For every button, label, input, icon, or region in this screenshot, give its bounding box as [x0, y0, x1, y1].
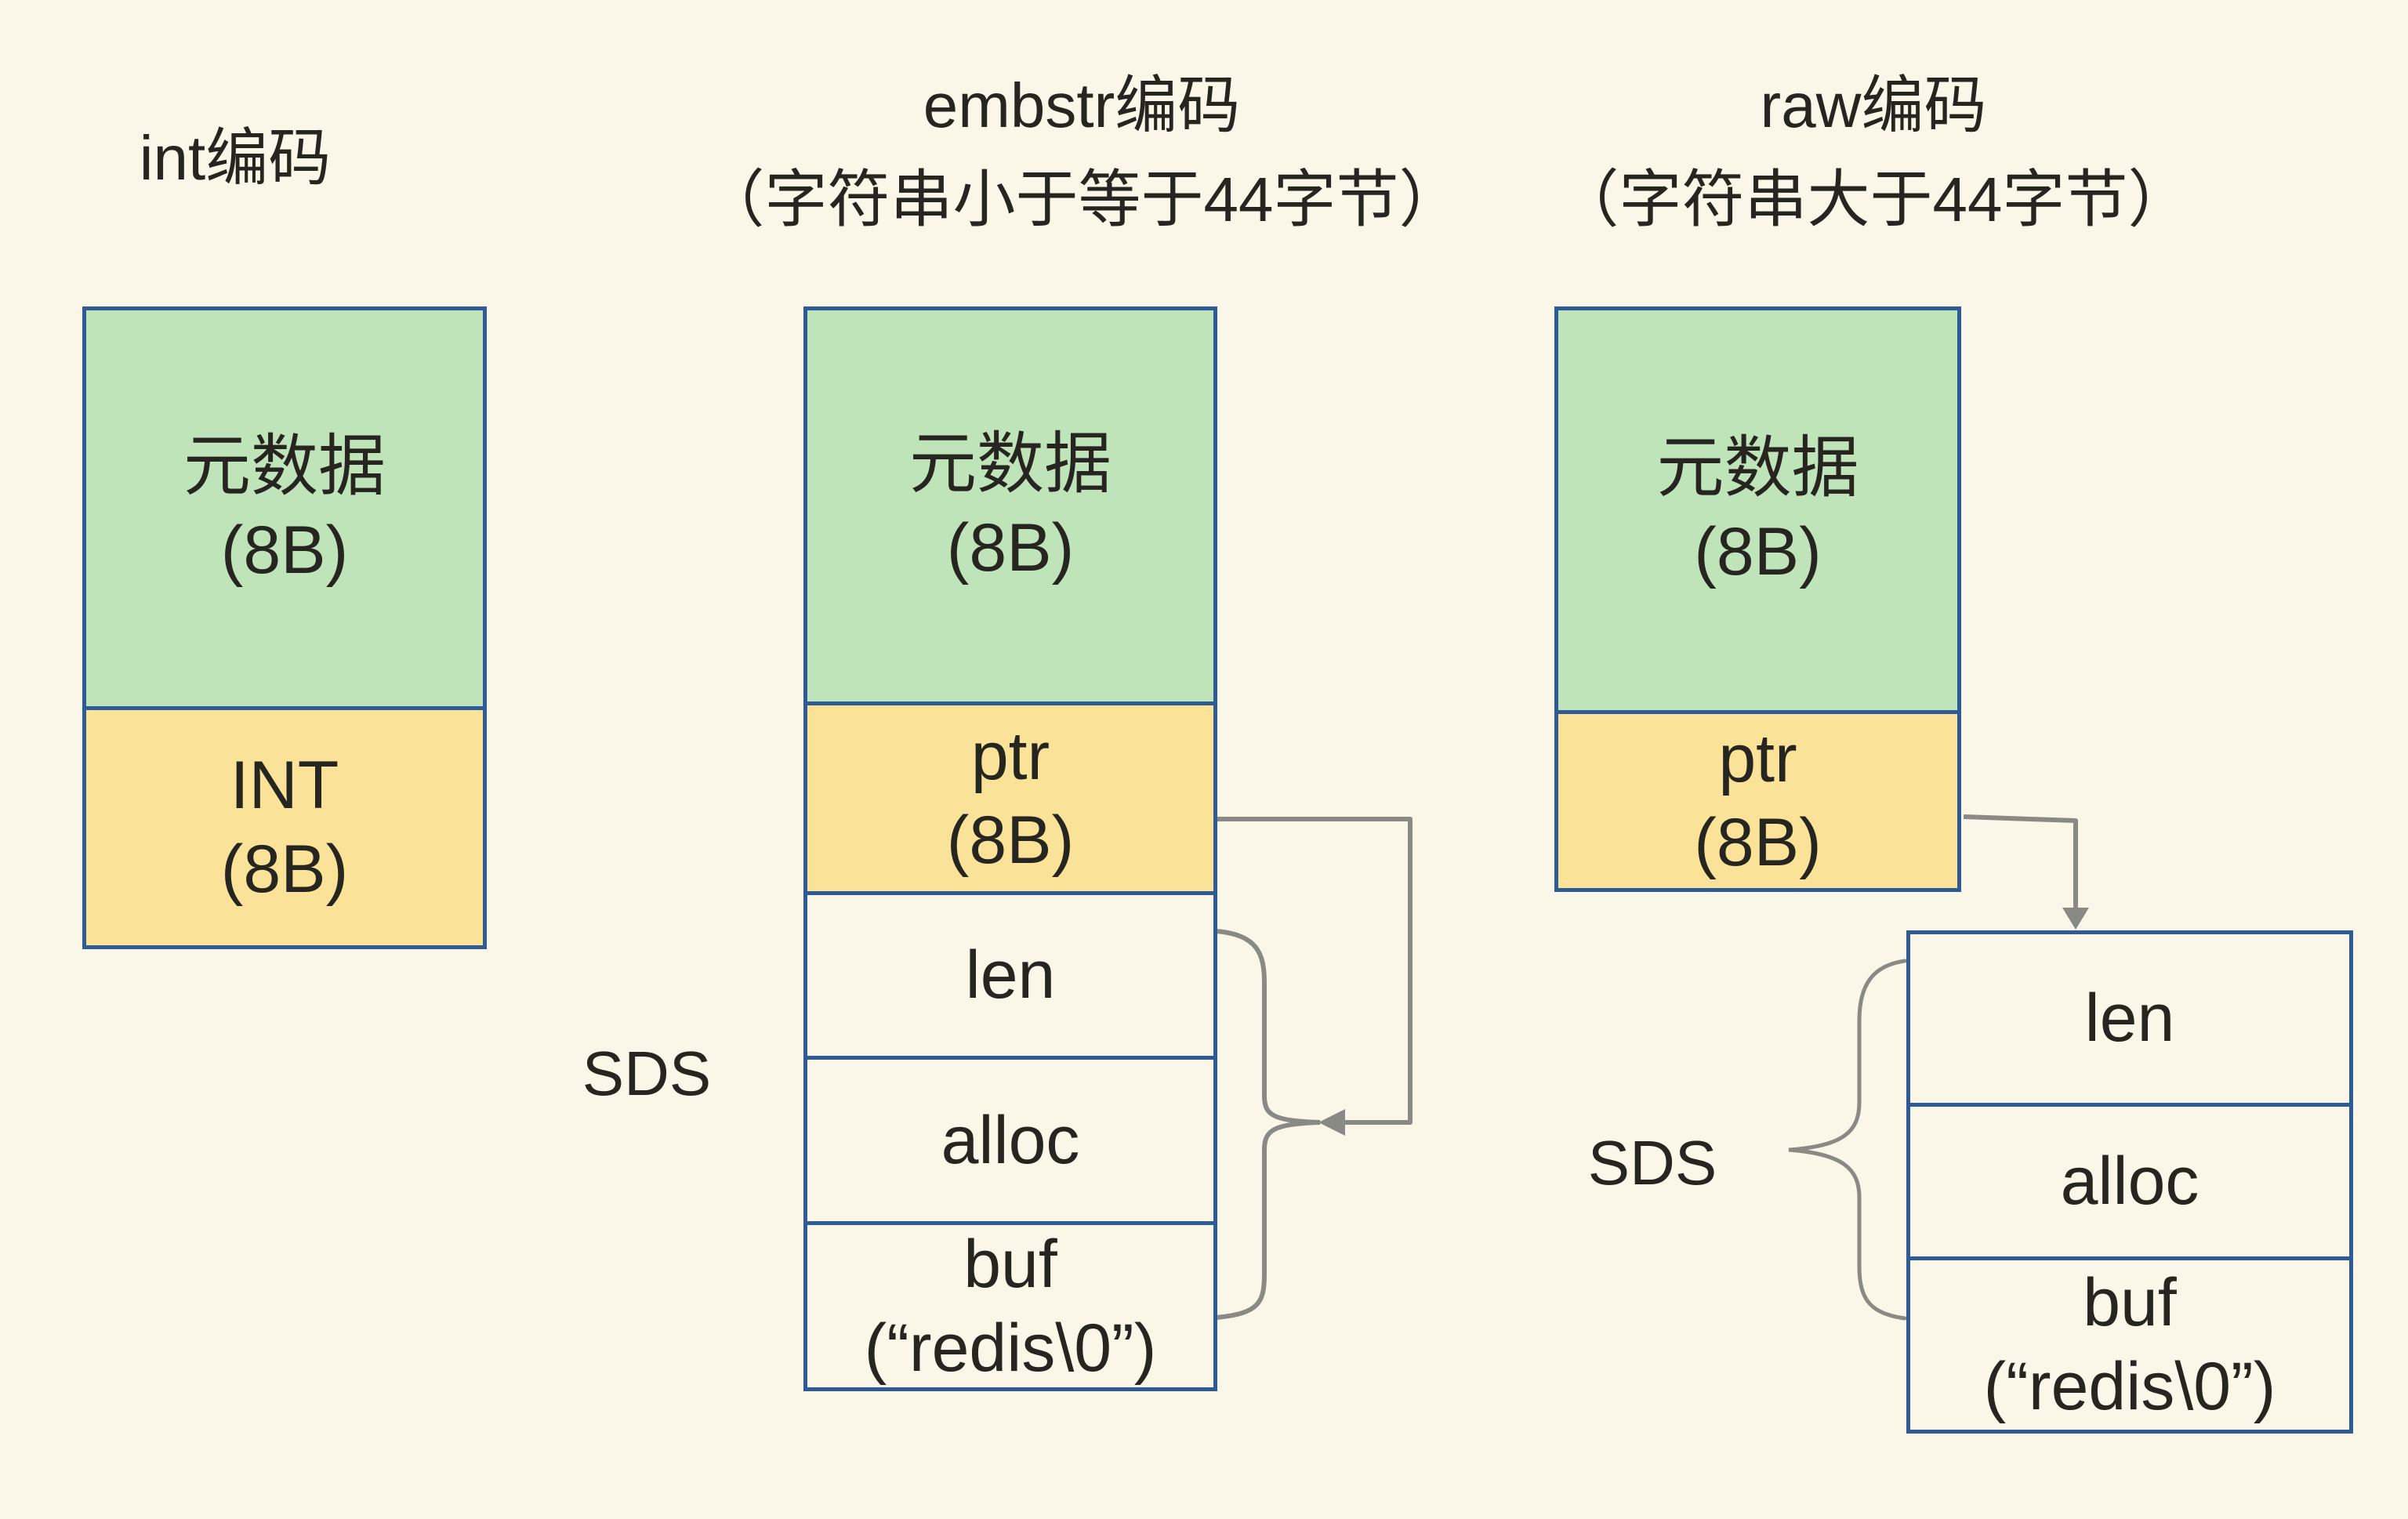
title-raw-line2: （字符串大于44字节）	[1556, 165, 2191, 234]
ptr-size: (8B)	[1694, 805, 1822, 880]
embstr-robj-sds-box: 元数据 (8B) ptr (8B) len alloc buf (“redis\…	[803, 306, 1217, 1391]
raw-metadata-cell: 元数据 (8B)	[1558, 310, 1957, 710]
embstr-ptr-cell: ptr (8B)	[807, 701, 1213, 891]
raw-alloc-cell: alloc	[1910, 1103, 2349, 1256]
title-embstr-line2: （字符串小于等于44字节）	[702, 165, 1462, 234]
alloc-label: alloc	[2060, 1144, 2199, 1219]
raw-sds-box: len alloc buf (“redis\0”)	[1906, 930, 2353, 1434]
alloc-label: alloc	[941, 1102, 1080, 1178]
raw-len-cell: len	[1910, 934, 2349, 1103]
embstr-ptr-arrowhead	[1318, 1109, 1345, 1136]
int-robj-box: 元数据 (8B) INT (8B)	[82, 306, 487, 949]
raw-sds-label: SDS	[1587, 1128, 1717, 1198]
ptr-size: (8B)	[946, 802, 1075, 878]
raw-buf-cell: buf (“redis\0”)	[1910, 1256, 2349, 1430]
metadata-label: 元数据	[183, 428, 386, 504]
metadata-size: (8B)	[946, 509, 1075, 585]
metadata-size: (8B)	[1694, 514, 1822, 589]
int-label: INT	[230, 748, 339, 823]
ptr-label: ptr	[970, 718, 1050, 794]
embstr-sds-label: SDS	[582, 1039, 712, 1108]
buf-value: (“redis\0”)	[864, 1310, 1157, 1386]
embstr-len-cell: len	[807, 891, 1213, 1056]
int-metadata-cell: 元数据 (8B)	[86, 310, 483, 706]
raw-ptr-arrowhead	[2062, 908, 2089, 930]
embstr-buf-cell: buf (“redis\0”)	[807, 1221, 1213, 1387]
len-label: len	[965, 937, 1056, 1013]
raw-ptr-arrow	[1963, 814, 2078, 911]
buf-label: buf	[2083, 1265, 2177, 1340]
raw-ptr-cell: ptr (8B)	[1558, 710, 1957, 888]
int-value-cell: INT (8B)	[86, 706, 483, 945]
buf-value: (“redis\0”)	[1983, 1349, 2276, 1424]
raw-robj-box: 元数据 (8B) ptr (8B)	[1554, 306, 1961, 892]
embstr-metadata-cell: 元数据 (8B)	[807, 310, 1213, 701]
ptr-label: ptr	[1718, 721, 1797, 796]
int-size: (8B)	[220, 832, 349, 907]
embstr-alloc-cell: alloc	[807, 1056, 1213, 1221]
metadata-label: 元数据	[909, 426, 1112, 502]
title-embstr-line1: embstr编码	[923, 71, 1241, 140]
title-embstr-encoding: embstr编码 （字符串小于等于44字节）	[658, 59, 1505, 247]
title-raw-encoding: raw编码 （字符串大于44字节）	[1481, 59, 2265, 247]
buf-label: buf	[963, 1226, 1057, 1302]
metadata-label: 元数据	[1656, 430, 1859, 506]
embstr-sds-brace	[1213, 929, 1321, 1320]
title-raw-line1: raw编码	[1760, 71, 1987, 140]
metadata-size: (8B)	[220, 512, 349, 588]
title-int-line1: int编码	[139, 123, 332, 193]
title-int-encoding: int编码	[63, 111, 408, 205]
raw-sds-brace	[1788, 959, 1907, 1321]
embstr-ptr-arrow	[1217, 817, 1413, 1125]
len-label: len	[2084, 981, 2175, 1056]
